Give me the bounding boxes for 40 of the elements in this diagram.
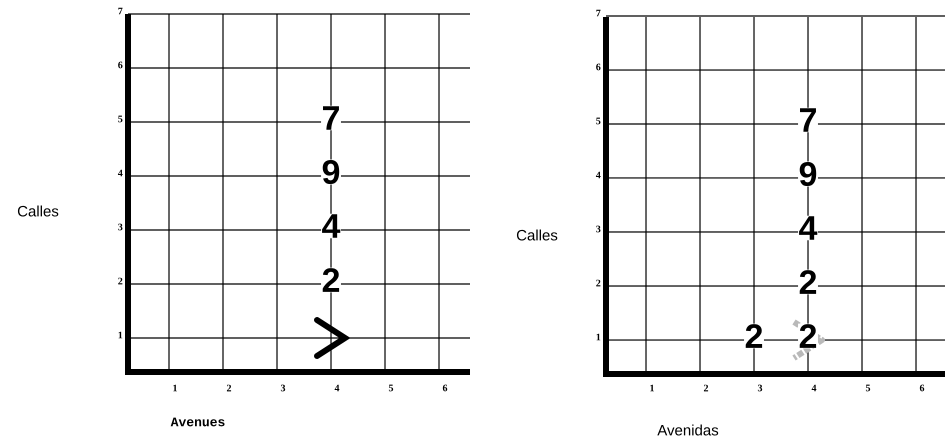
axis-tick-label: 6	[118, 62, 122, 68]
beeper-count: 2	[798, 324, 818, 348]
axis-tick-label: 5	[118, 116, 122, 122]
axis-title: Calles	[18, 206, 58, 216]
beeper-count: 4	[798, 216, 818, 240]
axis-tick-label: 1	[596, 334, 600, 340]
axis-tick-label: 6	[920, 384, 924, 392]
beeper-count: 2	[798, 270, 818, 294]
axis-tick-label: 3	[118, 224, 122, 230]
axis-tick-label: 4	[596, 172, 601, 178]
beeper-count: 9	[798, 161, 818, 187]
axis-tick-label: 3	[596, 226, 600, 232]
axis-tick-label: 4	[334, 384, 340, 392]
axis-tick-label: 2	[226, 384, 232, 392]
axis-tick-label: 7	[118, 8, 123, 14]
axis-title: Calles	[516, 230, 558, 240]
axis-title: Avenues	[170, 418, 224, 426]
axis-title: Avenidas	[657, 424, 718, 436]
axis-tick-label: 7	[596, 10, 601, 16]
beeper-count: 7	[798, 108, 818, 132]
axis-tick-label: 4	[812, 384, 816, 392]
axis-tick-label: 1	[650, 384, 654, 392]
axis-tick-label: 5	[388, 384, 394, 392]
axis-tick-label: 3	[758, 384, 762, 392]
axis-tick-label: 5	[596, 118, 600, 124]
beeper-count: 9	[321, 159, 341, 185]
axis-tick-label: 6	[596, 64, 600, 70]
axis-tick-label: 6	[442, 384, 448, 392]
axis-tick-label: 1	[118, 332, 122, 338]
axis-tick-label: 5	[866, 384, 870, 392]
axis-tick-label: 2	[118, 278, 122, 284]
axis-tick-label: 2	[704, 384, 708, 392]
beeper-count: 7	[321, 106, 341, 130]
beeper-count: 2	[744, 324, 764, 348]
axis-tick-label: 4	[118, 170, 123, 176]
axis-tick-label: 2	[596, 280, 600, 286]
beeper-count: 4	[321, 214, 341, 238]
axis-tick-label: 3	[280, 384, 286, 392]
axis-tick-label: 1	[173, 384, 177, 392]
beeper-count: 2	[321, 268, 341, 292]
